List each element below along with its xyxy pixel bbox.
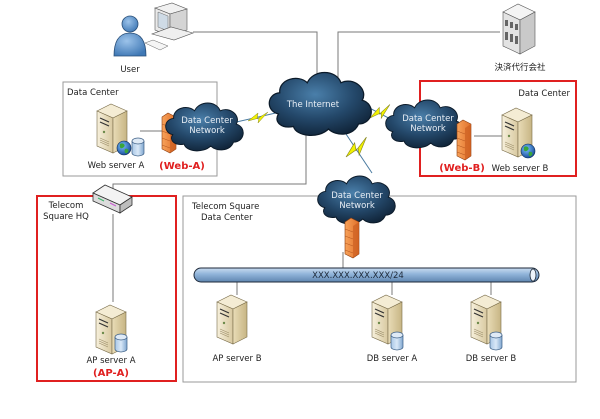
connection-lines (112, 31, 503, 302)
web-b-tag: (Web-B) (439, 163, 485, 174)
link-company-internet (337, 31, 500, 78)
router-icon (92, 184, 133, 214)
dc-network-tsdc-label-line2: Network (339, 201, 375, 211)
dc-network-tsdc-label-line1: Data Center (331, 191, 383, 201)
globe-icon (520, 143, 536, 159)
database-icon (489, 331, 503, 351)
database-icon (114, 333, 128, 353)
datacenter-a-title: Data Center (67, 88, 119, 98)
web-server-b-label: Web server B (492, 164, 549, 174)
hq-title-line1: Telecom (48, 201, 84, 211)
dc-network-b-label-line2: Network (410, 124, 446, 134)
firewall-icon (344, 217, 360, 259)
dc-network-a-label-line1: Data Center (181, 116, 233, 126)
user-label: User (120, 65, 140, 75)
telecom-hq-box (36, 195, 177, 382)
globe-icon (116, 140, 132, 156)
building-icon (502, 3, 536, 55)
dc-network-a-label-line2: Network (189, 126, 225, 136)
tsdc-title-line1: Telecom Square (191, 202, 259, 212)
firewall-icon (456, 119, 472, 161)
ap-a-tag: (AP-A) (93, 368, 129, 379)
database-icon (390, 331, 404, 351)
db-server-a-label: DB server A (367, 354, 418, 364)
user-icon (113, 15, 147, 57)
dc-network-b-label-line1: Data Center (402, 114, 454, 124)
tsdc-title-line2: Data Center (201, 213, 253, 223)
link-user-internet (193, 31, 318, 82)
hq-title-line2: Square HQ (43, 212, 89, 222)
subnet-label: XXX.XXX.XXX.XXX/24 (312, 271, 404, 281)
datacenter-b-title: Data Center (518, 89, 570, 99)
computer-icon (144, 2, 194, 51)
web-server-a-label: Web server A (88, 161, 145, 171)
ap-server-b-icon (216, 294, 248, 345)
web-a-tag: (Web-A) (159, 161, 205, 172)
db-server-b-label: DB server B (466, 354, 517, 364)
company-label: 決済代行会社 (494, 62, 546, 73)
internet-label: The Internet (286, 100, 340, 110)
ap-server-b-label: AP server B (212, 354, 261, 364)
ap-server-a-label: AP server A (86, 356, 135, 366)
network-bus (193, 267, 540, 283)
database-icon (131, 137, 145, 157)
lightning-icon (341, 136, 372, 160)
